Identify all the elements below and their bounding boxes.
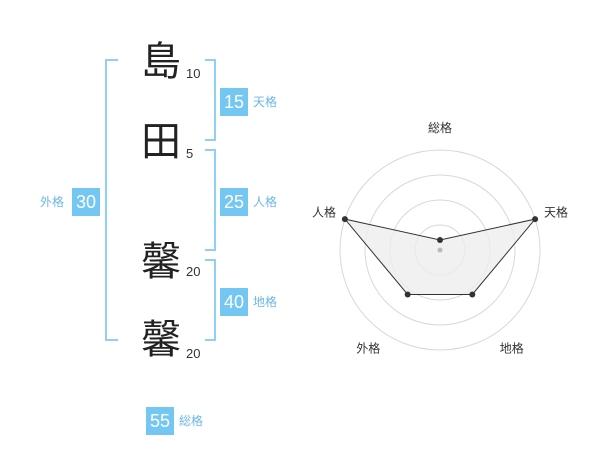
data-point-5 — [341, 216, 348, 223]
name-char-3: 馨 — [141, 239, 181, 285]
gaikaku-value: 30 — [72, 188, 100, 216]
axis-label-2: 天格 — [544, 204, 568, 219]
soukaku-label: 総格 — [179, 414, 204, 428]
chikaku-value: 40 — [220, 288, 248, 316]
name-char-1: 島 — [141, 39, 181, 85]
gaikaku-bracket — [105, 59, 118, 341]
axis-label-3: 地格 — [500, 341, 524, 356]
name-char-4: 馨 — [141, 317, 181, 363]
data-point-3 — [469, 291, 476, 298]
stroke-count-2: 5 — [186, 146, 194, 161]
gaikaku-label: 外格 — [40, 195, 65, 209]
stroke-count-3: 20 — [186, 264, 201, 279]
data-polygon — [343, 218, 537, 295]
jinkaku-value: 25 — [220, 188, 248, 216]
tenkaku-value: 15 — [220, 88, 248, 116]
axis-label-5: 人格 — [312, 204, 336, 219]
jinkaku-bracket — [205, 149, 216, 251]
axis-label-4: 外格 — [356, 341, 380, 356]
chikaku-label: 地格 — [253, 295, 278, 309]
data-point-1 — [437, 237, 443, 243]
stroke-count-4: 20 — [186, 346, 201, 361]
data-point-2 — [532, 216, 539, 223]
name-char-2: 田 — [141, 119, 181, 165]
soukaku-value: 55 — [146, 407, 174, 435]
chikaku-bracket — [205, 259, 216, 341]
stroke-count-1: 10 — [186, 66, 201, 81]
center-dot — [437, 247, 443, 253]
data-point-4 — [404, 291, 411, 298]
jinkaku-label: 人格 — [253, 195, 278, 209]
tenkaku-bracket — [205, 59, 216, 141]
grid-ring-3 — [364, 174, 516, 326]
grid-ring-4 — [339, 149, 541, 351]
axis-label-1: 総格 — [428, 120, 452, 135]
tenkaku-label: 天格 — [253, 95, 278, 109]
